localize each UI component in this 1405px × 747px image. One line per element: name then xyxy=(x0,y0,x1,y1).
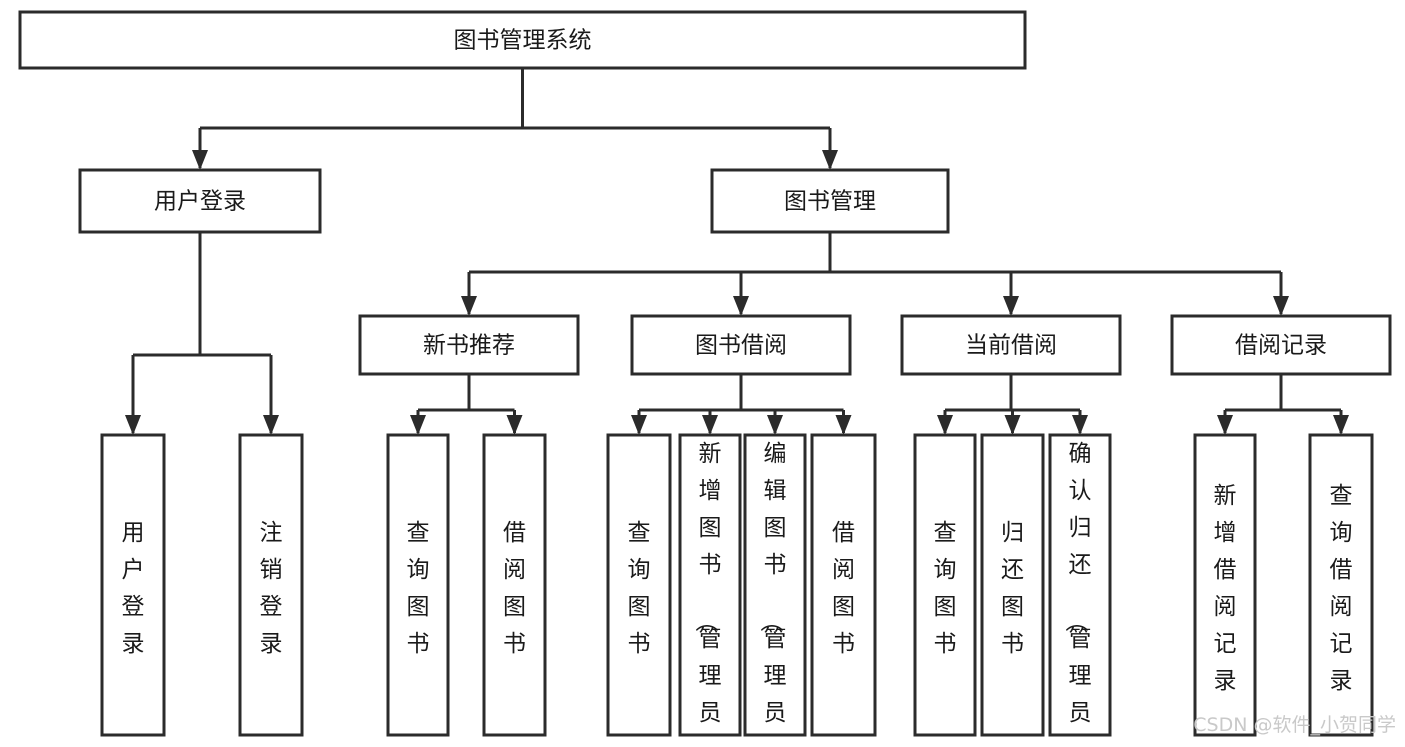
arrow-head-icon xyxy=(937,415,953,435)
node-leaf-query-borrow-record[interactable]: 查询借阅记录 xyxy=(1308,433,1374,737)
node-box-leaf-return-book[interactable] xyxy=(980,433,1045,737)
node-label-root: 图书管理系统 xyxy=(454,28,592,54)
node-box-borrow-record[interactable] xyxy=(1170,314,1392,376)
node-box-new-book-recommend[interactable] xyxy=(358,314,580,376)
node-leaf-query-book-recommend[interactable]: 查询图书 xyxy=(386,433,450,737)
node-label-leaf-query-borrow-record: 查询借阅记录 xyxy=(1330,483,1353,694)
arrow-head-icon xyxy=(1004,415,1021,435)
arrow-head-icon xyxy=(835,415,852,435)
node-box-root[interactable] xyxy=(18,10,1027,70)
node-label-leaf-borrow-book-recommend: 借阅图书 xyxy=(503,520,526,657)
node-label-leaf-user-login: 用户登录 xyxy=(122,520,145,657)
node-book-borrow[interactable]: 图书借阅 xyxy=(630,314,852,376)
node-label-leaf-query-book-recommend: 查询图书 xyxy=(407,520,430,657)
node-box-user-login[interactable] xyxy=(78,168,322,234)
node-box-leaf-logout-login[interactable] xyxy=(238,433,304,737)
node-box-leaf-query-book-recommend[interactable] xyxy=(386,433,450,737)
connector-group xyxy=(461,232,1289,316)
node-label-leaf-query-book-borrow: 查询图书 xyxy=(628,520,651,657)
node-label-leaf-query-book-current: 查询图书 xyxy=(934,520,957,657)
node-new-book-recommend[interactable]: 新书推荐 xyxy=(358,314,580,376)
connector-group xyxy=(125,232,279,435)
arrow-head-icon xyxy=(767,415,783,435)
node-box-book-borrow[interactable] xyxy=(630,314,852,376)
arrow-head-icon xyxy=(1273,296,1289,316)
node-leaf-add-book[interactable]: 新增图书（管理员） xyxy=(678,433,742,747)
csdn-watermark: CSDN @软件_小贺同学 xyxy=(1193,714,1396,736)
arrow-head-icon xyxy=(1217,415,1233,435)
arrow-head-icon xyxy=(506,415,523,435)
arrow-head-icon xyxy=(702,415,718,435)
node-label-leaf-return-book: 归还图书 xyxy=(1001,520,1024,657)
node-box-leaf-add-book[interactable] xyxy=(678,433,742,737)
node-leaf-query-book-current[interactable]: 查询图书 xyxy=(913,433,977,737)
connector-group xyxy=(937,374,1088,435)
node-book-management[interactable]: 图书管理 xyxy=(710,168,950,234)
arrow-head-icon xyxy=(1333,415,1349,435)
arrow-head-icon xyxy=(631,415,647,435)
arrow-head-icon xyxy=(1072,415,1088,435)
arrow-head-icon xyxy=(125,415,141,435)
node-box-leaf-query-book-current[interactable] xyxy=(913,433,977,737)
arrow-head-icon xyxy=(263,415,279,435)
node-box-current-borrow[interactable] xyxy=(900,314,1122,376)
node-leaf-add-borrow-record[interactable]: 新增借阅记录 xyxy=(1193,433,1257,737)
node-box-leaf-user-login[interactable] xyxy=(100,433,166,737)
node-label-leaf-confirm-return: 确认归还（管理员） xyxy=(1063,441,1092,747)
node-label-leaf-borrow-book: 借阅图书 xyxy=(832,520,855,657)
connector-group xyxy=(1217,374,1349,435)
arrow-head-icon xyxy=(192,150,208,170)
node-box-leaf-confirm-return[interactable] xyxy=(1048,433,1112,737)
node-box-leaf-add-borrow-record[interactable] xyxy=(1193,433,1257,737)
node-leaf-logout-login[interactable]: 注销登录 xyxy=(238,433,304,737)
node-label-book-management: 图书管理 xyxy=(784,189,876,215)
node-box-leaf-borrow-book-recommend[interactable] xyxy=(482,433,547,737)
node-box-leaf-query-book-borrow[interactable] xyxy=(606,433,672,737)
arrow-head-icon xyxy=(1003,296,1019,316)
node-box-book-management[interactable] xyxy=(710,168,950,234)
node-box-leaf-edit-book[interactable] xyxy=(743,433,807,737)
nodes-layer: 图书管理系统用户登录图书管理新书推荐图书借阅当前借阅借阅记录用户登录注销登录查询… xyxy=(18,10,1392,747)
node-leaf-query-book-borrow[interactable]: 查询图书 xyxy=(606,433,672,737)
node-user-login[interactable]: 用户登录 xyxy=(78,168,322,234)
node-root[interactable]: 图书管理系统 xyxy=(18,10,1027,70)
node-label-user-login: 用户登录 xyxy=(154,189,246,215)
node-label-new-book-recommend: 新书推荐 xyxy=(423,333,515,359)
node-label-book-borrow: 图书借阅 xyxy=(695,333,787,359)
node-leaf-return-book[interactable]: 归还图书 xyxy=(980,433,1045,737)
connector-group xyxy=(192,68,838,170)
node-label-leaf-add-book: 新增图书（管理员） xyxy=(693,441,722,747)
node-label-current-borrow: 当前借阅 xyxy=(965,333,1057,359)
node-leaf-edit-book[interactable]: 编辑图书（管理员） xyxy=(743,433,807,747)
connector-group xyxy=(631,374,852,435)
arrow-head-icon xyxy=(410,415,426,435)
node-borrow-record[interactable]: 借阅记录 xyxy=(1170,314,1392,376)
node-label-leaf-logout-login: 注销登录 xyxy=(260,520,283,657)
node-label-leaf-edit-book: 编辑图书（管理员） xyxy=(758,441,787,747)
arrow-head-icon xyxy=(461,296,477,316)
node-label-borrow-record: 借阅记录 xyxy=(1235,333,1327,359)
node-current-borrow[interactable]: 当前借阅 xyxy=(900,314,1122,376)
arrow-head-icon xyxy=(822,150,838,170)
connectors-layer xyxy=(125,68,1349,435)
node-box-leaf-borrow-book[interactable] xyxy=(810,433,877,737)
node-leaf-confirm-return[interactable]: 确认归还（管理员） xyxy=(1048,433,1112,747)
node-leaf-user-login[interactable]: 用户登录 xyxy=(100,433,166,737)
connector-group xyxy=(410,374,523,435)
node-leaf-borrow-book[interactable]: 借阅图书 xyxy=(810,433,877,737)
node-label-leaf-add-borrow-record: 新增借阅记录 xyxy=(1214,483,1237,694)
node-box-leaf-query-borrow-record[interactable] xyxy=(1308,433,1374,737)
node-leaf-borrow-book-recommend[interactable]: 借阅图书 xyxy=(482,433,547,737)
arrow-head-icon xyxy=(733,296,749,316)
